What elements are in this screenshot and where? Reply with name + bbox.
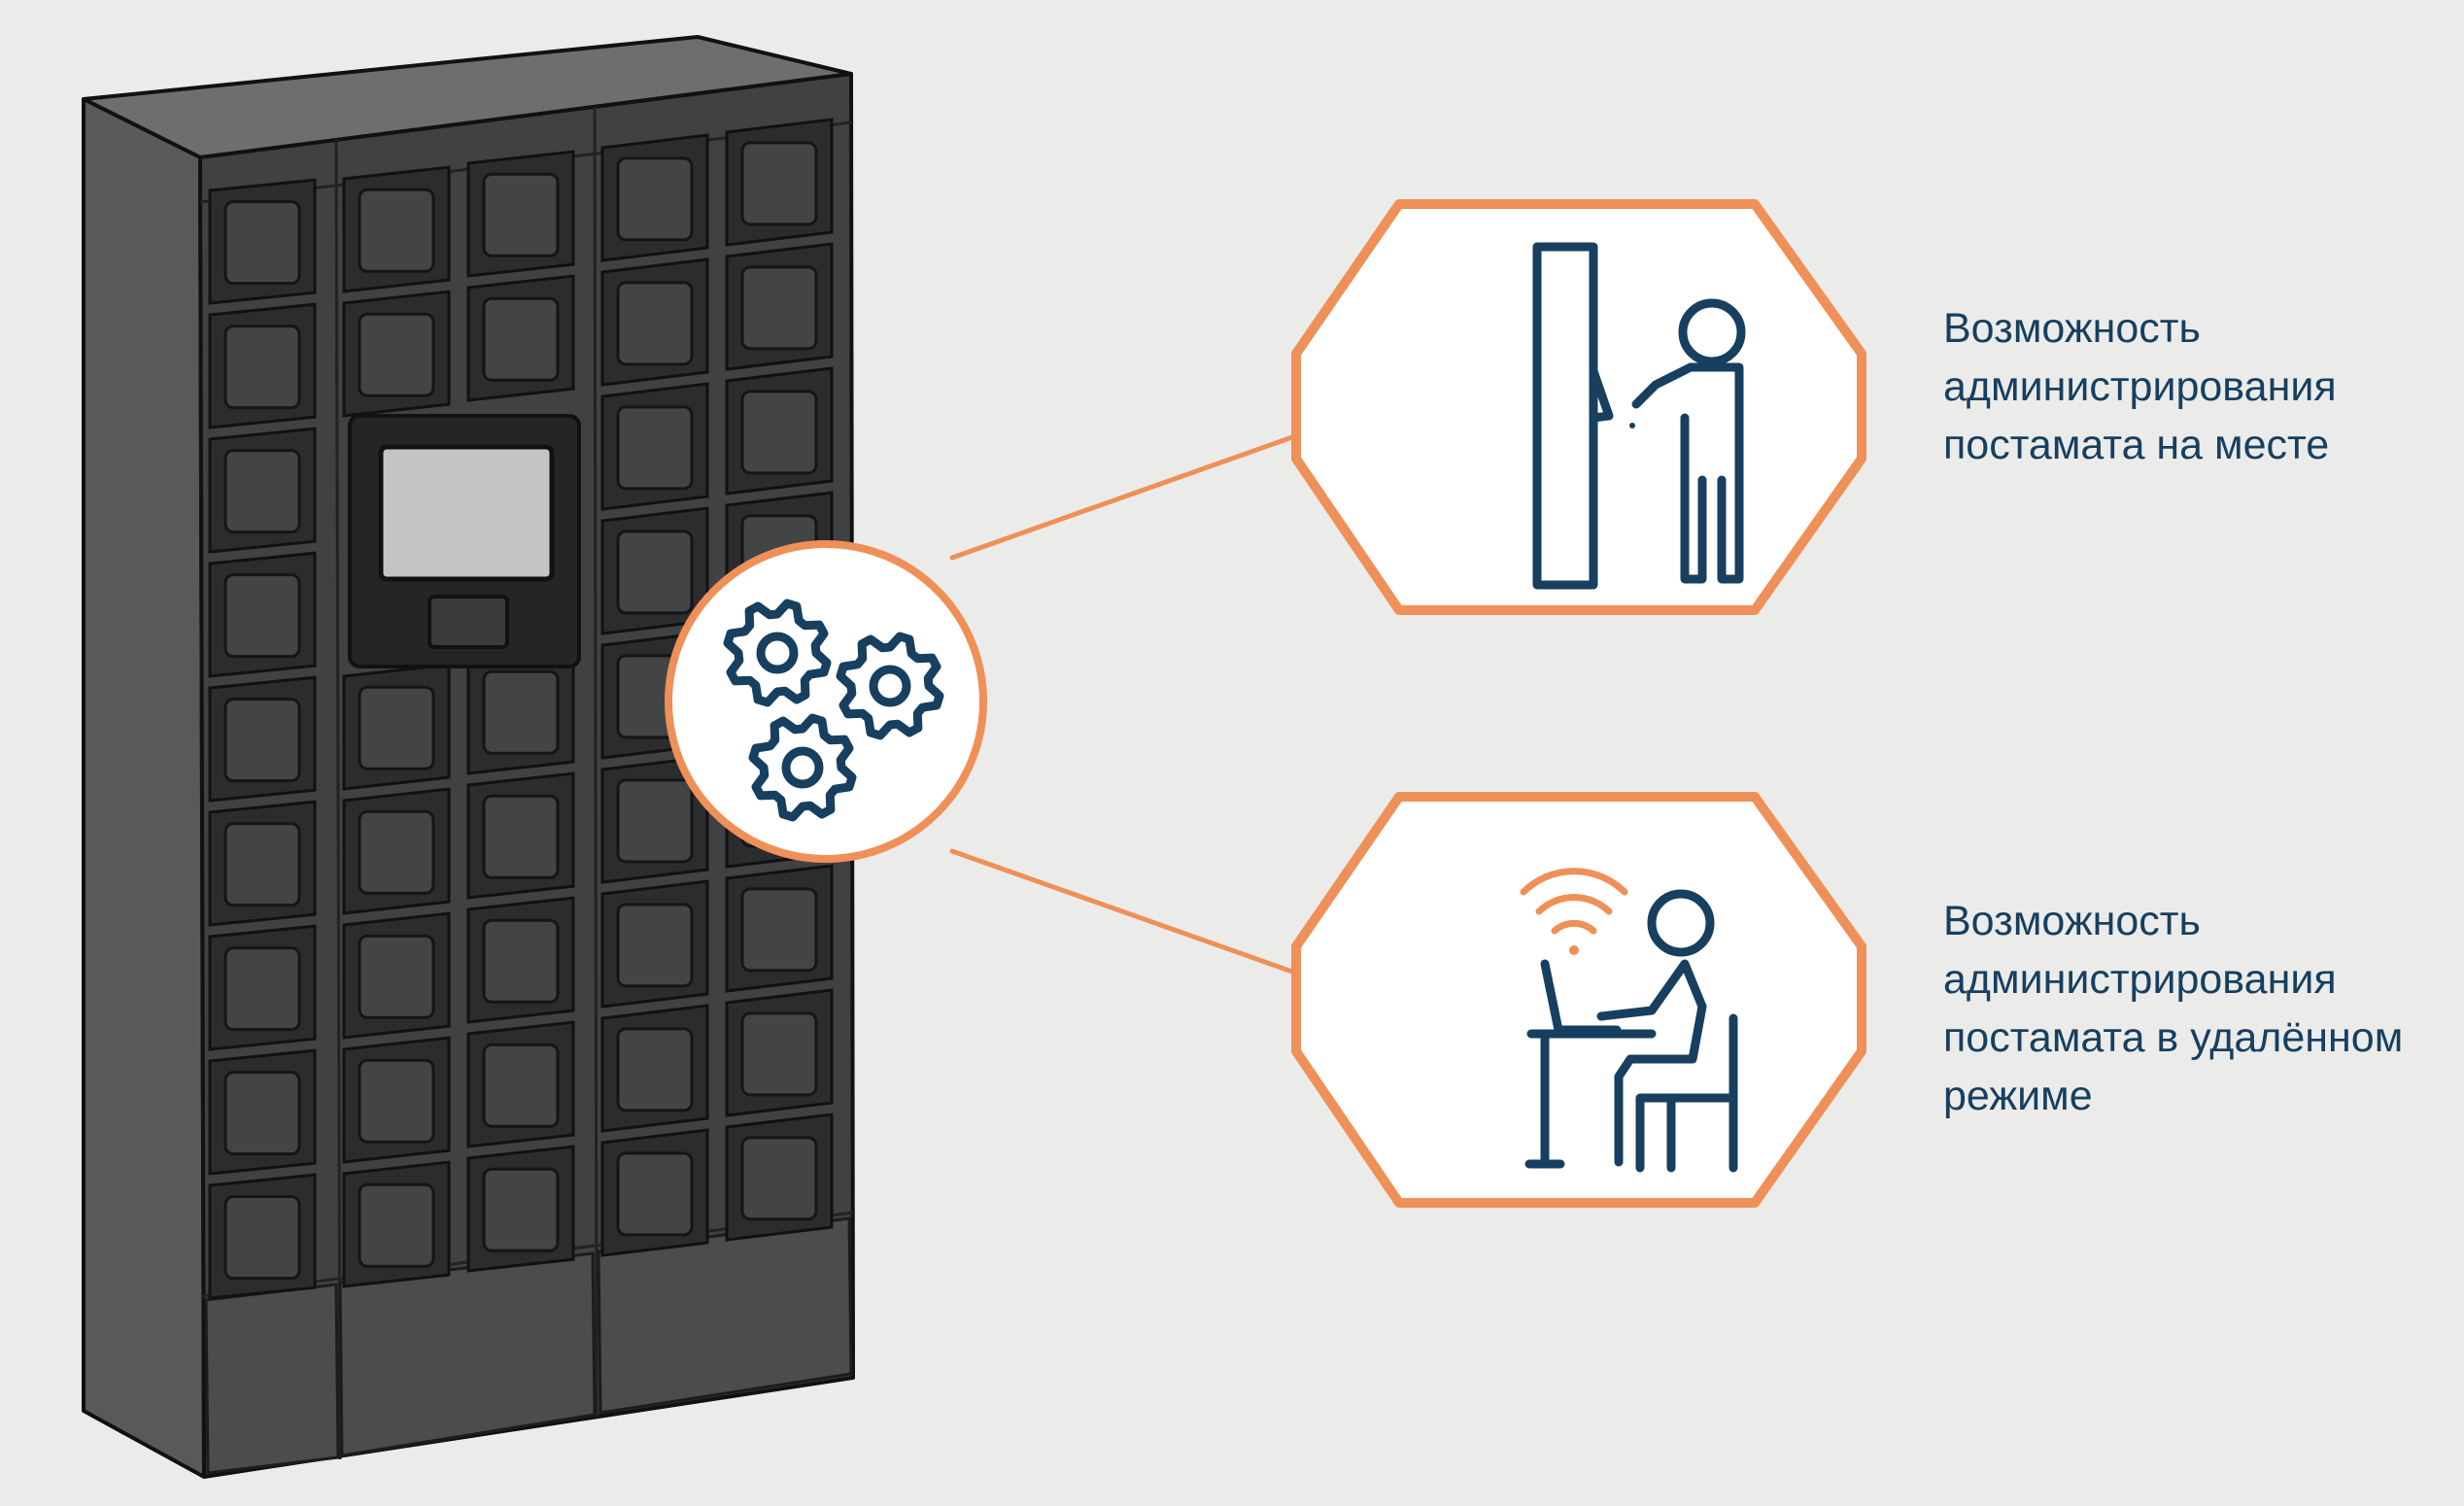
locker-door — [616, 778, 694, 864]
connector-lines — [949, 413, 1355, 996]
locker-door — [616, 405, 694, 491]
connector-to-onsite — [949, 413, 1355, 561]
person-head-icon — [1647, 889, 1715, 957]
cabinet-base-panels — [204, 1216, 853, 1475]
locker-door — [616, 903, 694, 988]
caption-remote-line-2: администрирования — [1943, 956, 2337, 1003]
locker-door — [223, 946, 301, 1032]
locker-door — [358, 809, 435, 895]
locker-door — [740, 887, 818, 973]
locker-door — [358, 934, 435, 1019]
terminal-screen — [378, 444, 555, 582]
locker-door — [223, 200, 301, 286]
caption-remote-administration: Возможность администрирования постамата … — [1943, 892, 2448, 1125]
chair-icon — [1635, 1013, 1738, 1173]
caption-onsite-administration: Возможность администрирования постамата … — [1943, 299, 2448, 474]
locker-door — [482, 669, 560, 755]
hexagon-onsite — [1291, 199, 1866, 615]
person-body-icon — [1680, 362, 1744, 584]
locker-door — [223, 698, 301, 783]
locker-door — [740, 1136, 818, 1221]
locker-handle-icon — [1589, 366, 1614, 423]
caption-remote-line-1: Возможность — [1943, 898, 2201, 944]
locker-door — [740, 1011, 818, 1097]
locker-door — [482, 1043, 560, 1128]
gear-hole-icon — [756, 632, 799, 674]
locker-door — [616, 1027, 694, 1112]
locker-door — [616, 156, 694, 242]
gear-icon — [723, 599, 832, 707]
locker-door — [482, 1167, 560, 1252]
locker-door — [358, 1182, 435, 1268]
laptop-icon — [1540, 959, 1622, 1035]
caption-onsite-line-2: администрирования — [1943, 363, 2337, 410]
locker-door — [223, 822, 301, 907]
locker-door — [358, 685, 435, 770]
locker-door — [616, 281, 694, 366]
locker-door — [358, 188, 435, 273]
locker-door — [616, 1151, 694, 1237]
caption-remote-line-3: постамата в удалённом — [1943, 1014, 2404, 1061]
locker-door — [358, 312, 435, 397]
person-arm-icon — [1631, 362, 1695, 409]
locker-door — [740, 390, 818, 475]
caption-onsite-line-1: Возможность — [1943, 305, 2201, 352]
gear-icon — [748, 713, 857, 822]
gear-hole-icon — [869, 665, 911, 707]
locker-door — [740, 141, 818, 226]
person-at-laptop-wifi-icon — [1520, 868, 1738, 1173]
cabinet-side-face — [82, 97, 206, 1479]
locker-door — [223, 325, 301, 410]
gear-hole-icon — [781, 746, 824, 789]
person-torso-icon — [1596, 959, 1707, 1167]
locker-door — [223, 449, 301, 534]
locker-door — [223, 573, 301, 659]
locker-terminal — [348, 414, 581, 668]
locker-door — [482, 794, 560, 879]
terminal-card-slot — [428, 595, 509, 649]
locker-door — [358, 1058, 435, 1144]
caption-remote-line-4: режиме — [1943, 1073, 2093, 1119]
locker-door — [740, 265, 818, 351]
wifi-icon — [1520, 868, 1628, 955]
locker-door — [616, 530, 694, 615]
locker-door — [223, 1195, 301, 1281]
hub-circle — [665, 540, 987, 863]
locker-door — [482, 296, 560, 382]
locker-door — [482, 172, 560, 257]
caption-onsite-line-3: постамата на месте — [1943, 422, 2330, 468]
locker-door — [223, 1071, 301, 1156]
hexagon-remote — [1291, 792, 1866, 1208]
connector-to-remote — [949, 848, 1355, 996]
person-at-locker-icon — [1532, 242, 1746, 590]
locker-door — [482, 918, 560, 1004]
gears-icon — [723, 599, 944, 822]
person-head-icon — [1678, 298, 1746, 366]
gear-icon — [836, 632, 944, 740]
